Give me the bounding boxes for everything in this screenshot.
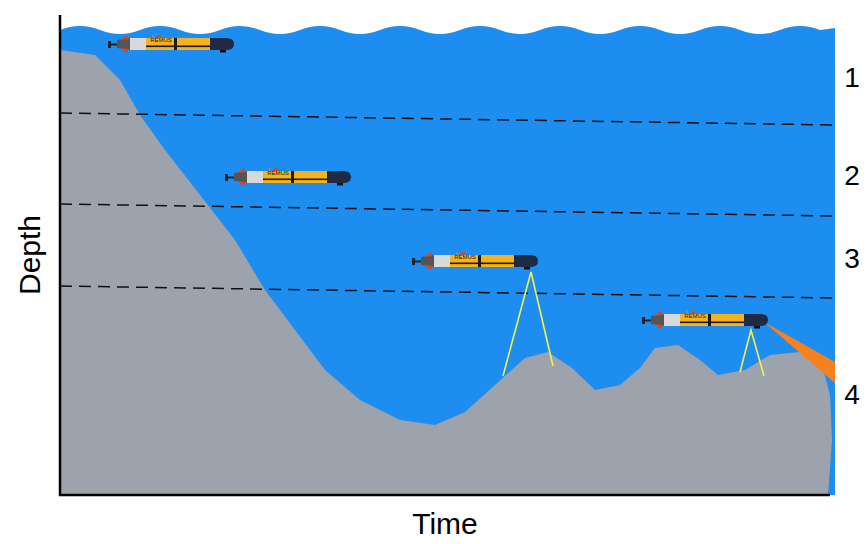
vehicle-name: REMUS bbox=[267, 170, 289, 176]
vehicle-name: REMUS bbox=[454, 254, 476, 260]
vehicle-name: REMUS bbox=[684, 313, 706, 319]
zone-line bbox=[60, 286, 835, 298]
x-axis bbox=[59, 494, 830, 497]
seafloor bbox=[60, 50, 832, 495]
callout-number: 3 bbox=[844, 245, 860, 273]
callout-number: 2 bbox=[844, 162, 860, 190]
zone-line bbox=[60, 113, 835, 125]
vehicle-name: REMUS bbox=[150, 37, 172, 43]
forward-sonar bbox=[764, 322, 835, 383]
zone-line bbox=[60, 204, 835, 216]
water bbox=[60, 26, 835, 495]
callout-number: 4 bbox=[844, 381, 860, 409]
callout-number: 1 bbox=[844, 64, 860, 92]
sonar-beam bbox=[740, 330, 764, 376]
y-axis bbox=[59, 15, 62, 496]
auv-vehicle bbox=[225, 168, 351, 187]
auv-vehicle bbox=[108, 35, 234, 54]
axis-title: Time bbox=[412, 509, 478, 539]
axis-title: Depth bbox=[15, 215, 45, 295]
auv-vehicle bbox=[642, 311, 768, 330]
sonar-beam bbox=[503, 272, 553, 376]
auv-vehicle bbox=[412, 252, 538, 271]
